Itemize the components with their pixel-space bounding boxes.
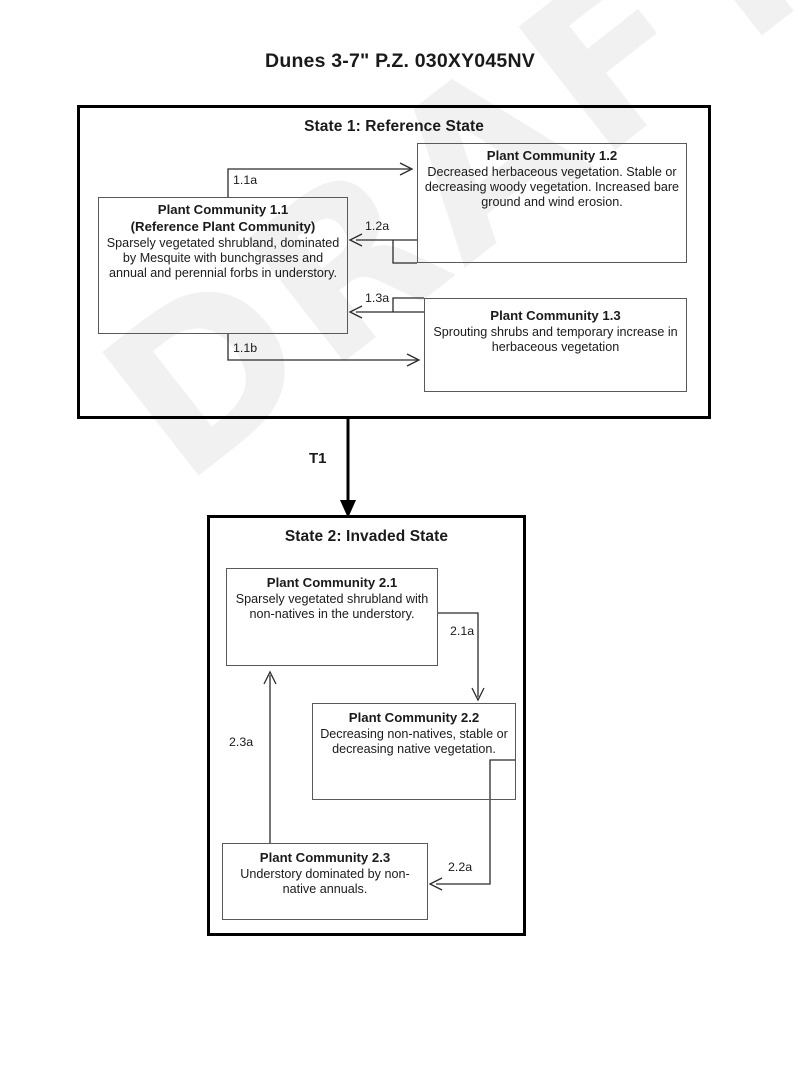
plant-community-description-1-3: Sprouting shrubs and temporary increase … [433, 324, 678, 355]
transition-label-2-1a: 2.1a [450, 624, 475, 638]
transition-label-2-2a: 2.2a [448, 860, 473, 874]
page-title: Dunes 3-7" P.Z. 030XY045NV [265, 50, 535, 72]
plant-community-description-2-2: Decreasing non-natives, stable or decrea… [320, 726, 508, 757]
transition-label-1-2a: 1.2a [365, 219, 390, 233]
plant-community-description-1-1: Sparsely vegetated shrubland, dominated … [106, 235, 340, 281]
plant-community-box-1-3[interactable]: Plant Community 1.3 Sprouting shrubs and… [424, 298, 687, 392]
plant-community-box-2-2[interactable]: Plant Community 2.2 Decreasing non-nativ… [312, 703, 516, 800]
plant-community-title-1-3: Plant Community 1.3 [490, 308, 621, 323]
plant-community-subtitle-1-1: (Reference Plant Community) [130, 218, 316, 234]
plant-community-title-2-3: Plant Community 2.3 [259, 850, 391, 865]
plant-community-description-2-3: Understory dominated by non-native annua… [240, 866, 410, 897]
transition-label-1-1b: 1.1b [233, 341, 258, 355]
plant-community-title-1-1: Plant Community 1.1 [157, 202, 289, 217]
transition-label-1-1a: 1.1a [233, 173, 258, 187]
state-box-state2[interactable]: State 2: Invaded State [207, 515, 526, 936]
transition-label-1-3a: 1.3a [365, 291, 390, 305]
plant-community-box-1-2[interactable]: Plant Community 1.2 Decreased herbaceous… [417, 143, 687, 263]
state-box-state1[interactable]: State 1: Reference State [77, 105, 711, 419]
arrow-t1 [340, 419, 356, 518]
plant-community-box-1-1[interactable]: Plant Community 1.1 (Reference Plant Com… [98, 197, 348, 334]
state-title-state1: State 1: Reference State [304, 118, 484, 135]
plant-community-box-2-1[interactable]: Plant Community 2.1 Sparsely vegetated s… [226, 568, 438, 666]
plant-community-box-2-3[interactable]: Plant Community 2.3 Understory dominated… [222, 843, 428, 920]
state-title-state2: State 2: Invaded State [284, 528, 449, 545]
plant-community-title-2-2: Plant Community 2.2 [348, 710, 480, 725]
plant-community-title-2-1: Plant Community 2.1 [266, 575, 398, 590]
plant-community-description-1-2: Decreased herbaceous vegetation. Stable … [424, 164, 680, 210]
state-transition-label-t1: T1 [309, 450, 327, 467]
transition-label-2-3a: 2.3a [229, 735, 254, 749]
plant-community-title-1-2: Plant Community 1.2 [486, 148, 618, 163]
plant-community-description-2-1: Sparsely vegetated shrubland with non-na… [235, 591, 429, 622]
